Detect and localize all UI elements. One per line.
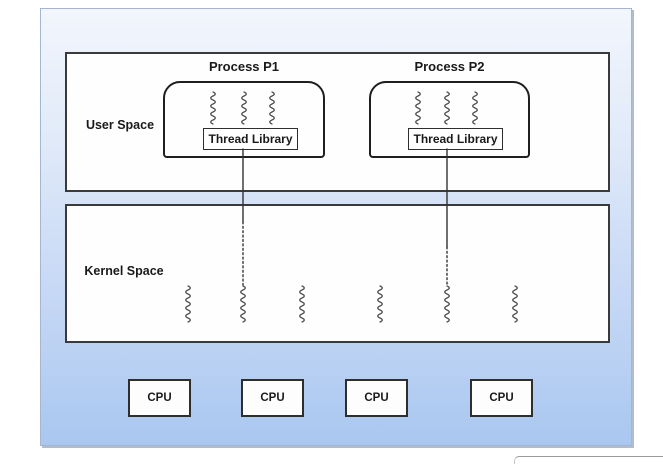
process-p2-label: Process P2 <box>414 59 485 74</box>
user-space-label: User Space <box>85 118 155 132</box>
process-p1-label: Process P1 <box>208 59 280 74</box>
kernel-space-label: Kernel Space <box>84 264 164 278</box>
kernel-space-box <box>65 204 610 343</box>
partial-element-edge <box>514 456 663 464</box>
cpu-1-label: CPU <box>147 392 172 404</box>
cpu-box-1: CPU <box>128 379 191 417</box>
thread-library-p2-label: Thread Library <box>413 132 498 146</box>
thread-library-p1-box: Thread Library <box>203 128 298 150</box>
cpu-box-3: CPU <box>345 379 408 417</box>
cpu-box-2: CPU <box>241 379 304 417</box>
cpu-3-label: CPU <box>364 392 389 404</box>
cpu-2-label: CPU <box>260 392 285 404</box>
cpu-4-label: CPU <box>489 392 514 404</box>
thread-library-p2-box: Thread Library <box>408 128 503 150</box>
thread-library-p1-label: Thread Library <box>208 132 293 146</box>
cpu-box-4: CPU <box>470 379 533 417</box>
